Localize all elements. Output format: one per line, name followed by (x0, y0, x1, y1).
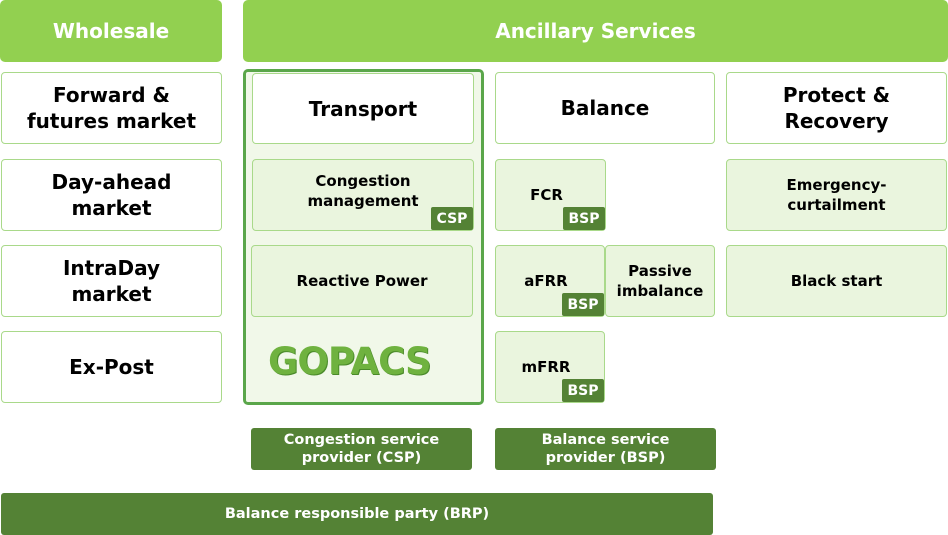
transport-congestion-management: Congestion management (252, 159, 474, 231)
protect-emergency-curtailment: Emergency- curtailment (726, 159, 947, 231)
wholesale-intraday: IntraDay market (1, 245, 222, 317)
wholesale-day-ahead: Day-ahead market (1, 159, 222, 231)
column-balance: Balance (495, 72, 715, 144)
balance-passive-imbalance: Passive imbalance (605, 245, 715, 317)
badge-bsp-afrr: BSP (562, 293, 604, 316)
balance-responsible-party: Balance responsible party (BRP) (1, 493, 713, 535)
protect-black-start: Black start (726, 245, 947, 317)
header-wholesale: Wholesale (0, 0, 222, 62)
provider-bsp: Balance service provider (BSP) (495, 428, 716, 470)
provider-csp: Congestion service provider (CSP) (251, 428, 472, 470)
column-protect-recovery: Protect & Recovery (726, 72, 947, 144)
wholesale-forward-futures: Forward & futures market (1, 72, 222, 144)
badge-bsp-mfrr: BSP (562, 379, 604, 402)
wholesale-ex-post: Ex-Post (1, 331, 222, 403)
column-transport: Transport (252, 73, 474, 144)
badge-csp: CSP (431, 207, 473, 230)
gopacs-logo: GOPACS (268, 340, 432, 383)
header-ancillary-services: Ancillary Services (243, 0, 948, 62)
badge-bsp-fcr: BSP (563, 207, 605, 230)
transport-reactive-power: Reactive Power (251, 245, 473, 317)
